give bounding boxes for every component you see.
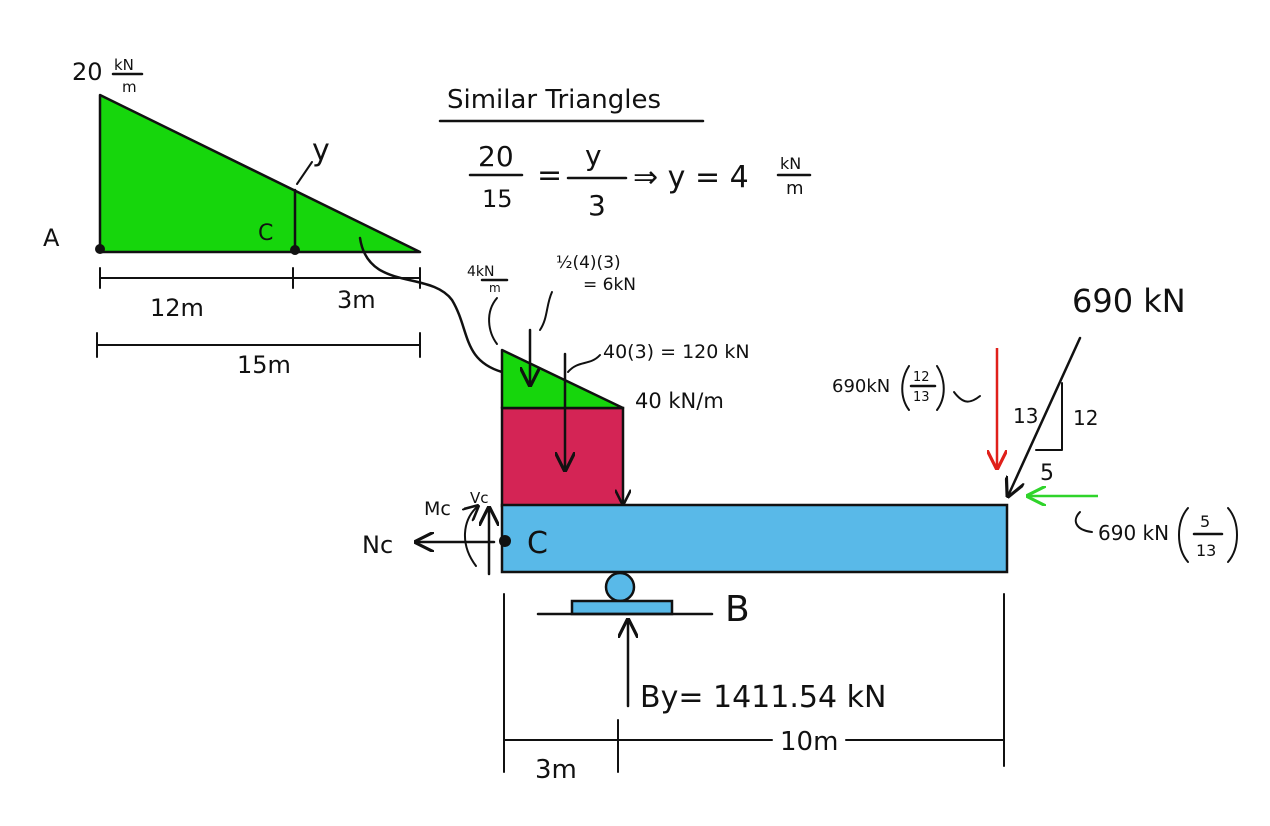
point-c-label: C <box>258 221 273 246</box>
normal-force-label: Nc <box>362 531 393 559</box>
peak-load-value: 20 <box>72 58 103 86</box>
moment-arrow <box>465 506 478 567</box>
horizontal-component-label: 690 kN 5 13 <box>1074 507 1238 563</box>
ratio-result-unit-num: kN <box>780 154 801 173</box>
peak-load-unit-den: m <box>122 78 137 96</box>
ratio-result: ⇒ y = 4 <box>633 160 749 195</box>
shear-force-label: Vc <box>470 489 489 507</box>
horizontal-component-den: 13 <box>1196 541 1216 560</box>
dim-3m-left: 3m <box>337 286 376 314</box>
tri-resultant-line2: = 6kN <box>583 275 636 295</box>
dimension-15m: 15m <box>96 332 421 379</box>
ratio-lhs-den: 15 <box>482 185 513 213</box>
vertical-component-label: 690kN 12 13 <box>832 365 981 411</box>
connector-curve <box>358 236 504 374</box>
ratio-equals: = <box>537 158 562 193</box>
cut-point-dot <box>499 535 511 547</box>
vertical-component-den: 13 <box>913 390 930 405</box>
horizontal-component-num: 5 <box>1200 512 1210 531</box>
point-a-label: A <box>43 224 60 252</box>
segment-dimensions: 10m 3m <box>503 593 1005 785</box>
rect-intensity-label: 40 kN/m <box>635 389 724 413</box>
triangular-load <box>98 93 422 254</box>
slope-run: 5 <box>1040 461 1054 486</box>
beam <box>500 503 1009 574</box>
cut-point-label: C <box>527 526 548 561</box>
ratio-rhs-num: y <box>585 139 602 172</box>
similar-triangles-heading: Similar Triangles <box>447 85 661 115</box>
horizontal-component-prefix: 690 kN <box>1098 521 1169 545</box>
moment-label: Mc <box>424 498 451 520</box>
reaction-label: By= 1411.54 kN <box>640 680 886 715</box>
roller-support-b: B <box>536 571 750 630</box>
vertical-component-prefix: 690kN <box>832 376 890 397</box>
segment-triangular-load <box>500 348 625 410</box>
cut-height-label: y <box>312 133 330 168</box>
applied-force-label: 690 kN <box>1072 282 1186 320</box>
dimension-12m-3m: 12m 3m <box>99 267 421 322</box>
similar-triangles-calc: Similar Triangles 20 15 = y 3 ⇒ y = 4 kN… <box>438 85 812 222</box>
tri-resultant-line1: ½(4)(3) <box>556 253 621 273</box>
applied-force-arrow <box>1008 336 1082 496</box>
rectangular-load <box>500 406 625 508</box>
vertical-component-num: 12 <box>913 370 930 385</box>
point-c-dot <box>290 245 300 255</box>
ratio-lhs-num: 20 <box>478 140 514 173</box>
ratio-result-unit-den: m <box>786 178 804 199</box>
slope-rise: 12 <box>1073 406 1098 430</box>
segment-fbd: 4kN m ½(4)(3) = 6kN 40(3) = 120 kN 40 kN… <box>362 253 1238 785</box>
tri-height-num: 4kN <box>467 264 495 280</box>
full-load-diagram: 20 kN m A C y 12m 3m 15m <box>43 56 422 379</box>
rect-resultant-label: 40(3) = 120 kN <box>603 341 750 363</box>
dim-3m-segment: 3m <box>535 755 577 785</box>
dim-10m: 10m <box>780 727 838 757</box>
support-b-label: B <box>725 589 750 630</box>
point-a-dot <box>95 244 105 254</box>
peak-load-unit-num: kN <box>114 56 134 74</box>
ratio-rhs-den: 3 <box>588 189 606 222</box>
dim-15m: 15m <box>237 351 291 379</box>
slope-triangle: 13 12 5 <box>1013 382 1098 486</box>
slope-hyp: 13 <box>1013 404 1038 428</box>
dim-12m: 12m <box>150 294 204 322</box>
tri-height-den: m <box>489 281 501 295</box>
